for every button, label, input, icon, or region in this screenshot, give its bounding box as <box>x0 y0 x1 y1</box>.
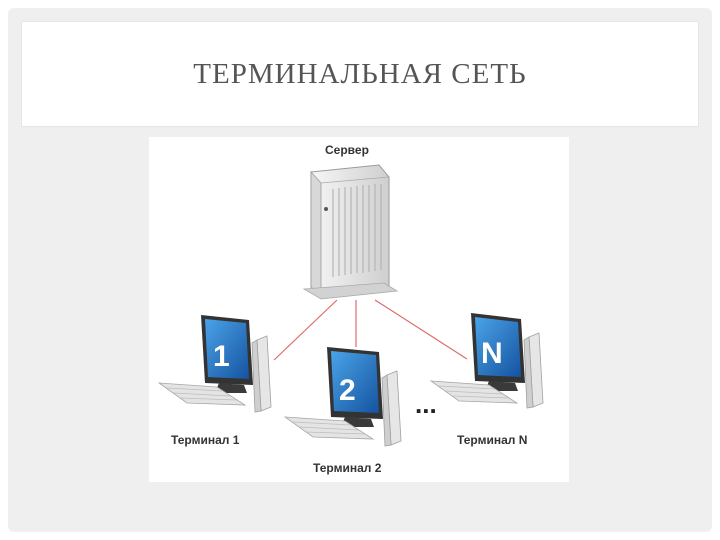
terminal-n-label: Терминал N <box>457 433 528 447</box>
terminal-2-label: Терминал 2 <box>313 461 382 475</box>
terminal-1-label: Терминал 1 <box>171 433 240 447</box>
connection-lines <box>273 299 468 361</box>
title-box: ТЕРМИНАЛЬНАЯ СЕТЬ <box>22 22 698 126</box>
ellipsis-text: ... <box>415 389 437 419</box>
terminal-2 <box>283 347 402 447</box>
terminal-2-screen-text: 2 <box>339 374 356 407</box>
diagram-canvas: 1 2 N ... <box>157 164 544 447</box>
slide-title: ТЕРМИНАЛЬНАЯ СЕТЬ <box>193 57 527 90</box>
server-label: Сервер <box>325 143 369 157</box>
terminal-1 <box>157 315 272 413</box>
network-diagram: 1 2 N ... Сервер Терминал 1 Терминал 2 Т… <box>149 137 569 482</box>
server-tower <box>302 164 399 300</box>
link-to-terminal-n <box>374 299 468 360</box>
terminal-n <box>429 313 544 409</box>
terminal-n-screen-text: N <box>481 337 503 370</box>
link-to-terminal-1 <box>273 299 338 361</box>
terminal-1-screen-text: 1 <box>213 340 230 373</box>
